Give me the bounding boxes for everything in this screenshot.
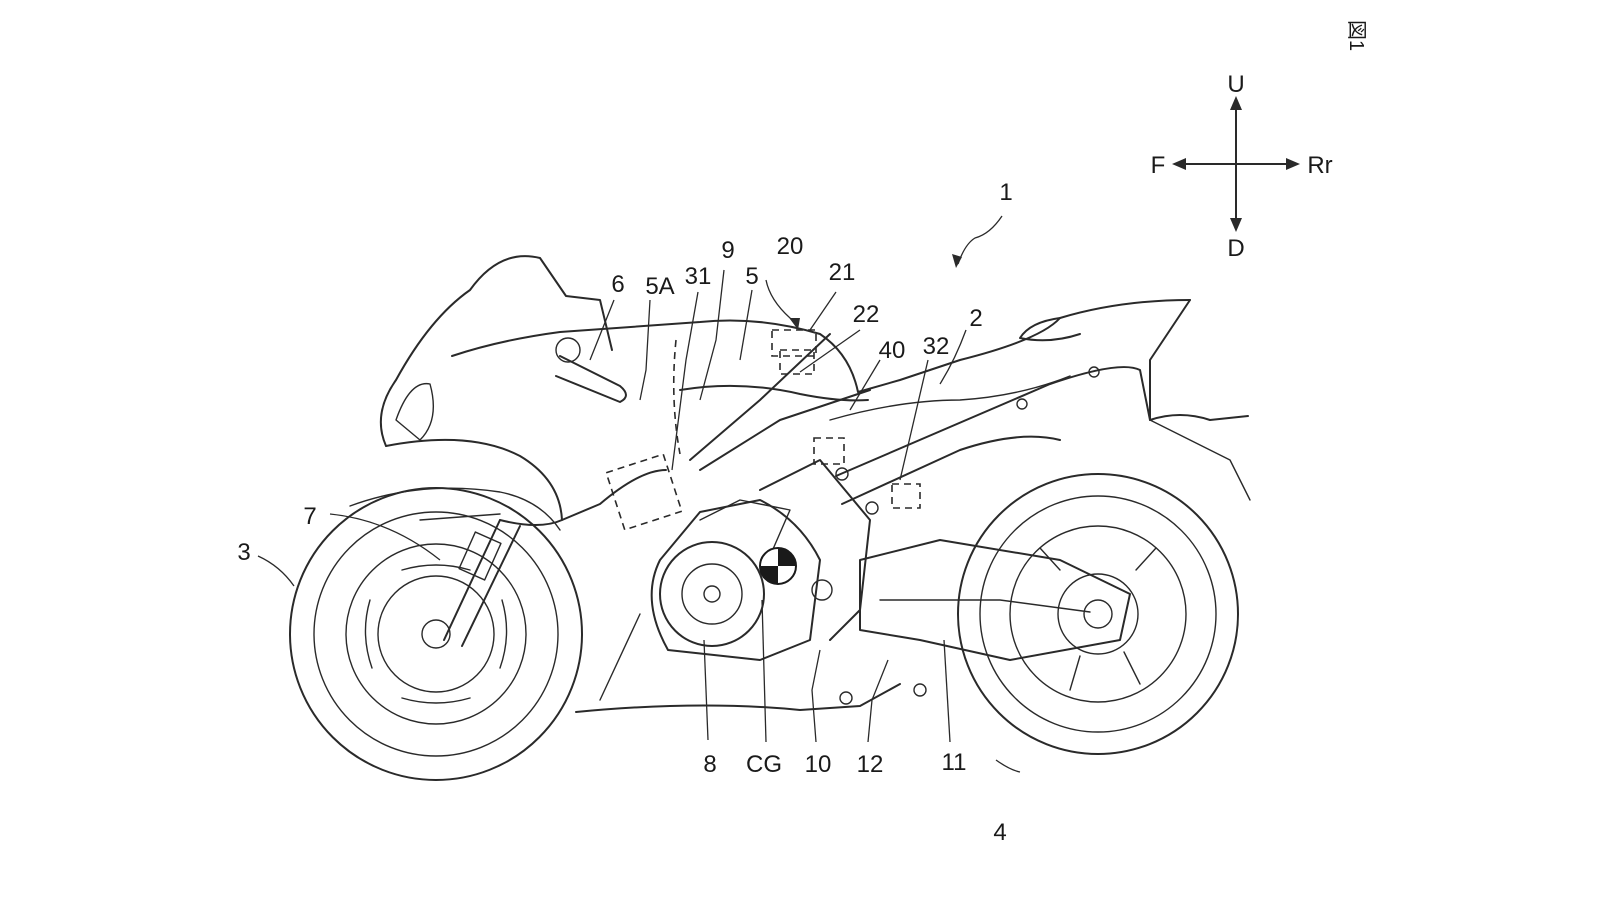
label-20: 20: [777, 233, 804, 260]
leader-lines: [257, 215, 1021, 773]
component-40-box: [813, 437, 845, 465]
direction-up-label: U: [1227, 71, 1244, 98]
label-3: 3: [237, 539, 250, 566]
direction-front-label: F: [1151, 152, 1166, 179]
engine: [650, 499, 833, 661]
label-6: 6: [611, 271, 624, 298]
direction-down-label: D: [1227, 235, 1244, 262]
component-32-box: [891, 483, 921, 509]
label-4: 4: [993, 819, 1006, 846]
label-22: 22: [853, 301, 880, 328]
label-1: 1: [999, 179, 1012, 206]
label-7: 7: [303, 503, 316, 530]
reference-labels: 1 2 3 4 5 5A 6 7 8 9 10 11 12 20 21 22 3…: [237, 179, 1012, 846]
component-31-box: [605, 453, 683, 531]
direction-indicator: U D F Rr: [1151, 71, 1333, 262]
label-2: 2: [969, 305, 982, 332]
label-9: 9: [721, 237, 734, 264]
label-8: 8: [703, 751, 716, 778]
center-of-gravity-marker: [759, 547, 797, 585]
label-21: 21: [829, 259, 856, 286]
figure-label: 図1: [1345, 20, 1367, 51]
label-10: 10: [805, 751, 832, 778]
label-5A: 5A: [645, 273, 674, 300]
rear-wheel: [957, 473, 1239, 755]
label-32: 32: [923, 333, 950, 360]
label-31: 31: [685, 263, 712, 290]
motorcycle-outline: [289, 255, 1251, 781]
direction-rear-label: Rr: [1307, 152, 1332, 179]
label-40: 40: [879, 337, 906, 364]
component-20-box: [771, 329, 817, 357]
component-22-box: [779, 349, 815, 375]
label-CG: CG: [746, 751, 782, 778]
label-12: 12: [857, 751, 884, 778]
label-11: 11: [942, 749, 967, 776]
label-5: 5: [745, 263, 758, 290]
front-wheel: [289, 487, 583, 781]
